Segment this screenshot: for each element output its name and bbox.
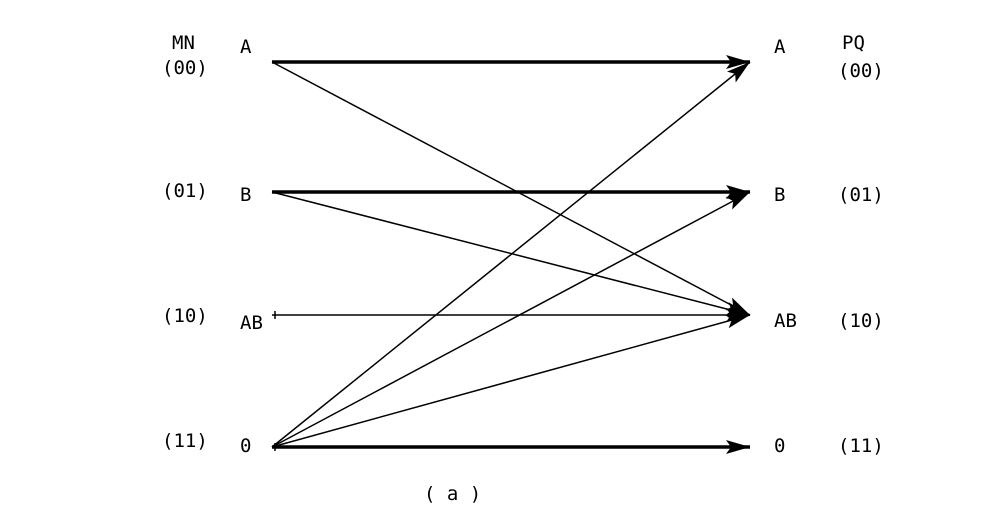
right-code-00: (00) <box>838 60 884 82</box>
transition-a-to-ab <box>271 61 751 316</box>
right-state-ab: AB <box>774 310 797 332</box>
left-header-label: MN <box>172 32 195 54</box>
transition-0-to-b <box>271 191 751 448</box>
right-state-a: A <box>774 36 786 58</box>
left-code-01: (01) <box>162 180 208 202</box>
right-code-10: (10) <box>838 310 884 332</box>
left-code-00: (00) <box>162 57 208 79</box>
transition-b-to-ab <box>271 191 751 316</box>
left-state-b: B <box>240 184 252 206</box>
left-code-10: (10) <box>162 305 208 327</box>
left-state-a: A <box>240 36 252 58</box>
left-state-0: 0 <box>240 435 252 457</box>
diagram-caption: ( a ) <box>424 483 482 505</box>
right-header-label: PQ <box>842 32 865 54</box>
transition-0-to-ab <box>271 314 751 448</box>
left-state-ab: AB <box>240 312 263 334</box>
left-code-11: (11) <box>162 430 208 452</box>
transition-0-to-a <box>271 61 751 448</box>
right-state-0: 0 <box>774 435 786 457</box>
right-code-11: (11) <box>838 435 884 457</box>
right-state-b: B <box>774 184 786 206</box>
transition-edges <box>271 55 751 454</box>
right-code-01: (01) <box>838 184 884 206</box>
